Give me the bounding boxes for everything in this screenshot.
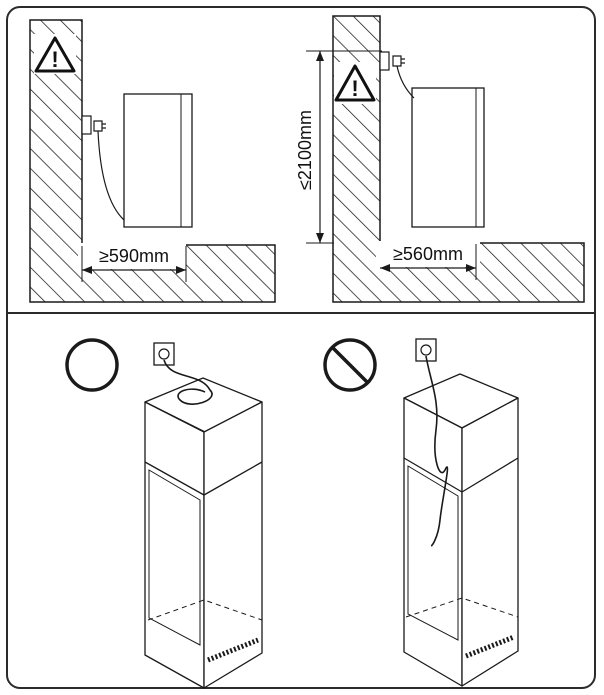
incorrect-installation [323,338,519,687]
top-right-clearance-diagram: ! ≤2100mm ≥560mm [295,15,585,303]
right-appliance [411,87,485,228]
warning-triangle-icon: ! [334,62,376,104]
circle-allowed-icon [65,338,119,392]
top-left-clearance-diagram: ! ≥590mm [29,19,276,303]
wall-socket [153,342,175,366]
circle-prohibited-icon [323,338,377,392]
power-cord [97,130,125,221]
power-cord [163,359,213,405]
min-width-label-left: ≥590mm [99,246,169,266]
left-appliance [123,93,193,228]
wall-socket [81,115,92,135]
svg-text:!: ! [351,76,358,101]
correct-installation [65,338,263,689]
power-cord [396,65,415,99]
max-height-label: ≤2100mm [295,110,315,190]
wall-socket [379,51,390,71]
wall-socket [415,338,437,362]
min-width-label-right: ≥560mm [393,244,463,264]
warning-triangle-icon: ! [34,34,76,74]
plug-icon [392,55,405,67]
svg-text:!: ! [51,47,58,72]
plug-icon [93,120,106,132]
power-cord [425,355,449,547]
